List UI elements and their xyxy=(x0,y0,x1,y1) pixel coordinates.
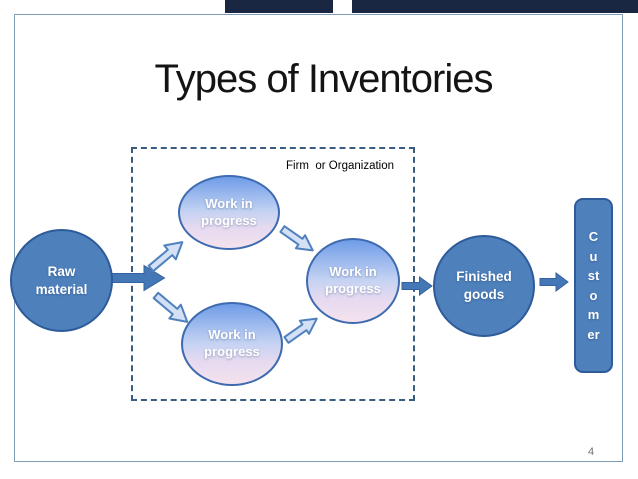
node-work-in-progress-top: Work in progress xyxy=(178,175,280,250)
slide-frame xyxy=(14,14,623,462)
node-finished-goods-label: Finished goods xyxy=(456,269,512,302)
node-wip-top-label: Work in progress xyxy=(201,195,257,228)
node-raw-material-label: Raw material xyxy=(35,263,88,297)
arrow-wip-to-finished xyxy=(401,276,433,296)
slide-title: Types of Inventories xyxy=(154,56,494,101)
node-customer: Customer xyxy=(574,198,613,373)
arrow-bottom-wip-to-center-wip xyxy=(283,317,318,344)
node-work-in-progress-bottom: Work in progress xyxy=(181,302,283,386)
page-number: 4 xyxy=(588,446,595,458)
firm-boundary-label: Firm or Organization xyxy=(286,160,395,172)
top-bar-left xyxy=(225,0,333,13)
node-work-in-progress-center: Work in progress xyxy=(306,238,400,324)
node-customer-label: Customer xyxy=(587,229,600,342)
arrow-split-to-bottom-wip xyxy=(152,291,189,323)
node-wip-bottom-label: Work in progress xyxy=(204,327,260,359)
node-raw-material: Raw material xyxy=(10,229,113,332)
node-finished-goods: Finished goods xyxy=(433,235,535,337)
arrow-split-to-top-wip xyxy=(147,241,184,273)
arrow-top-wip-to-center-wip xyxy=(279,225,314,252)
arrow-raw-to-wip xyxy=(111,264,166,292)
top-bar-right xyxy=(352,0,638,13)
node-wip-center-label: Work in progress xyxy=(325,264,381,296)
arrow-finished-to-customer xyxy=(539,272,569,292)
